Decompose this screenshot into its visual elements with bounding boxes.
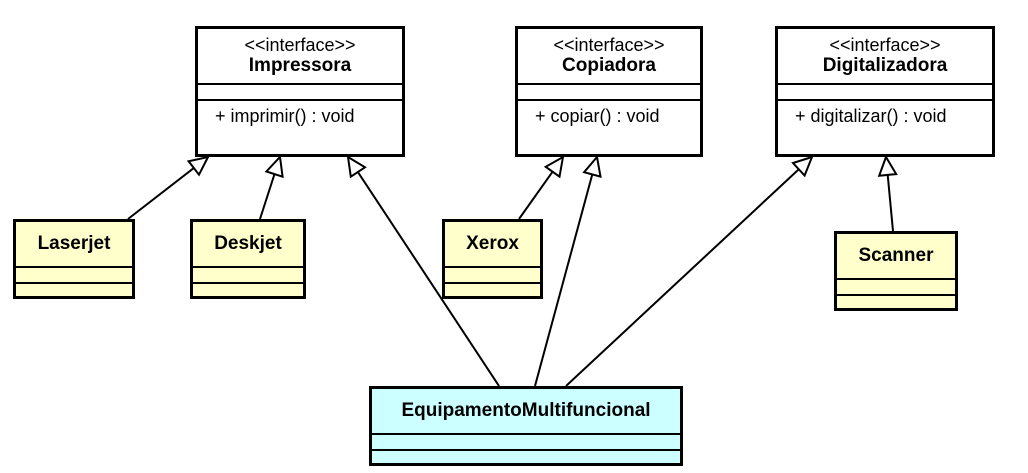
edge-scanner-digitalizadora — [877, 154, 898, 232]
class-xerox[interactable]: Xerox — [442, 219, 543, 299]
edge-line — [357, 171, 500, 387]
edge-line — [127, 167, 195, 220]
class-equipamento-multifuncional[interactable]: EquipamentoMultifuncional — [369, 386, 683, 466]
attributes-compartment — [372, 433, 680, 449]
generalization-arrowhead — [543, 155, 565, 179]
operations-compartment: + copiar() : void — [518, 99, 700, 131]
attributes-compartment — [16, 266, 132, 282]
edge-line — [565, 168, 800, 387]
operation-digitalizar: + digitalizar() : void — [795, 106, 947, 126]
generalization-arrowhead — [791, 155, 814, 178]
class-name: Xerox — [466, 233, 519, 254]
stereotype-label: <<interface>> — [829, 35, 941, 55]
class-name: Laserjet — [37, 233, 111, 254]
stereotype-label: <<interface>> — [553, 35, 665, 55]
class-laserjet[interactable]: Laserjet — [13, 219, 135, 299]
operations-compartment — [372, 449, 680, 451]
generalization-arrowhead — [582, 154, 602, 178]
operations-compartment — [16, 282, 132, 284]
edge-line — [886, 174, 894, 232]
operations-compartment — [445, 282, 540, 284]
attributes-compartment — [198, 83, 402, 99]
edge-laserjet-impressora — [127, 155, 210, 220]
edge-multifuncional-copiadora — [534, 154, 602, 387]
edge-line — [534, 174, 594, 387]
attributes-compartment — [445, 266, 540, 282]
class-name: Scanner — [858, 245, 934, 266]
operation-imprimir: + imprimir() : void — [215, 106, 355, 126]
attributes-compartment — [193, 266, 303, 282]
attributes-compartment — [778, 83, 992, 99]
operations-compartment: + digitalizar() : void — [778, 99, 992, 131]
attributes-compartment — [837, 278, 955, 294]
generalization-arrowhead — [264, 154, 284, 179]
class-deskjet[interactable]: Deskjet — [190, 219, 306, 299]
class-name: Copiadora — [562, 55, 656, 76]
edge-xerox-copiadora — [518, 155, 565, 220]
operation-copiar: + copiar() : void — [535, 106, 660, 126]
stereotype-label: <<interface>> — [244, 35, 356, 55]
interface-digitalizadora[interactable]: <<interface>> Digitalizadora + digitaliz… — [775, 26, 995, 157]
edge-multifuncional-digitalizadora — [565, 155, 814, 387]
class-name: EquipamentoMultifuncional — [401, 400, 651, 421]
operations-compartment: + imprimir() : void — [198, 99, 402, 131]
attributes-compartment — [518, 83, 700, 99]
operations-compartment — [837, 294, 955, 296]
edge-line — [259, 173, 276, 220]
edge-line — [518, 171, 554, 220]
generalization-arrowhead — [877, 154, 898, 177]
generalization-arrowhead — [346, 155, 367, 179]
operations-compartment — [193, 282, 303, 284]
generalization-arrowhead — [186, 155, 210, 177]
edge-multifuncional-impressora — [346, 155, 500, 387]
class-name: Deskjet — [214, 233, 282, 254]
edge-deskjet-impressora — [259, 154, 284, 220]
class-name: Impressora — [248, 55, 352, 76]
interface-copiadora[interactable]: <<interface>> Copiadora + copiar() : voi… — [515, 26, 703, 157]
class-name: Digitalizadora — [822, 55, 948, 76]
interface-impressora[interactable]: <<interface>> Impressora + imprimir() : … — [195, 26, 405, 157]
class-scanner[interactable]: Scanner — [834, 231, 958, 311]
